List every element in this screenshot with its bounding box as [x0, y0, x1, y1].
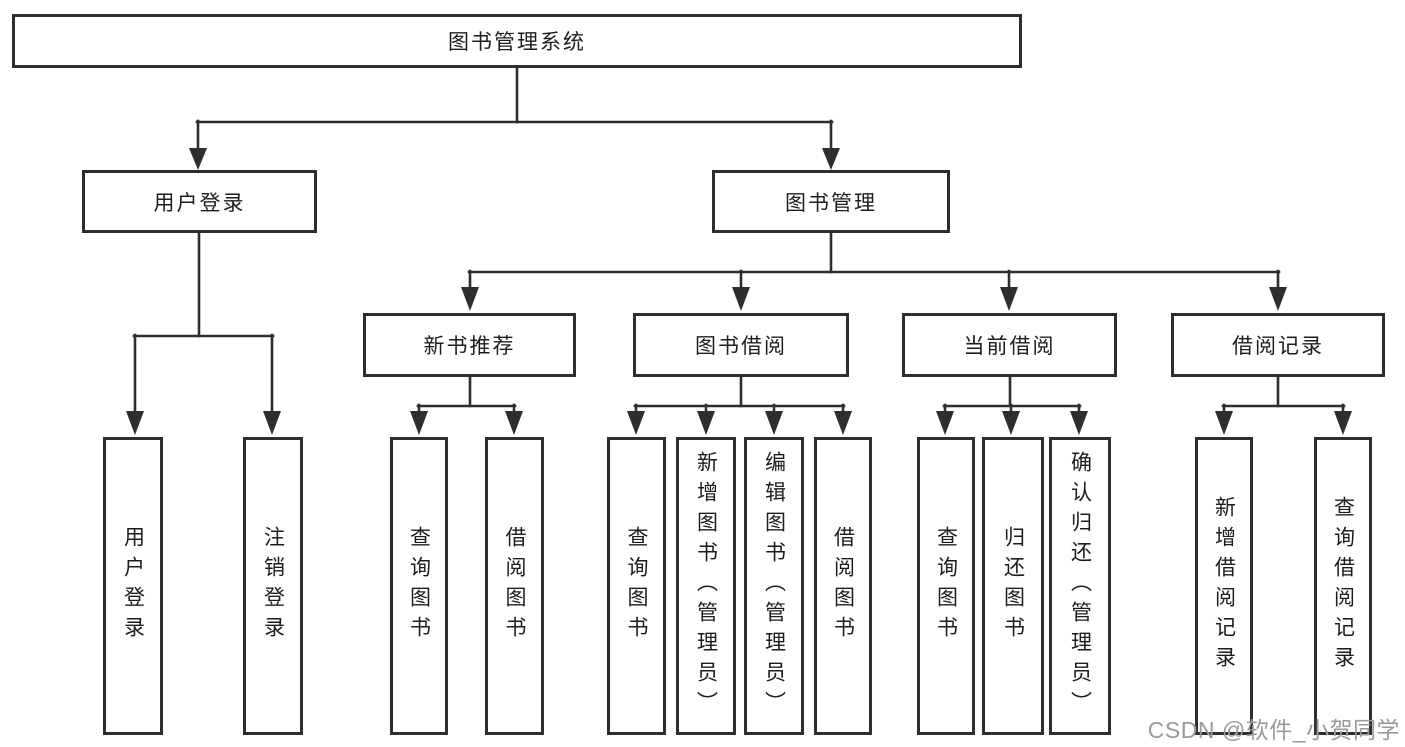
leaf-current-return-books: 归还图书 [982, 437, 1044, 735]
leaf-borrowing-query-books: 查询图书 [607, 437, 666, 735]
node-root-label: 图书管理系统 [448, 31, 586, 54]
node-book-management: 图书管理 [712, 170, 950, 233]
connector-new-book-recommend-children [410, 373, 523, 435]
node-book-management-label: 图书管理 [785, 191, 877, 215]
leaf-current-confirm-return: 确认归还（管理员） [1049, 437, 1111, 735]
leaf-current-return-books-label: 归还图书 [1001, 526, 1025, 646]
leaf-user-login: 用户登录 [103, 437, 163, 735]
leaf-recommend-query-books-label: 查询图书 [407, 526, 431, 646]
node-root: 图书管理系统 [12, 14, 1022, 68]
connector-user-login-children [126, 229, 281, 435]
leaf-records-query-record-label: 查询借阅记录 [1331, 496, 1355, 676]
node-current-borrowing: 当前借阅 [902, 313, 1117, 377]
leaf-records-add-record-label: 新增借阅记录 [1212, 496, 1236, 676]
leaf-records-query-record: 查询借阅记录 [1314, 437, 1372, 735]
leaf-current-query-books-label: 查询图书 [934, 526, 958, 646]
leaf-recommend-borrow-books-label: 借阅图书 [503, 526, 526, 646]
node-borrowing-records: 借阅记录 [1171, 313, 1385, 377]
leaf-logout-login-label: 注销登录 [261, 526, 285, 646]
leaf-borrowing-add-books: 新增图书（管理员） [676, 437, 736, 735]
connector-book-borrowing-children [627, 373, 852, 435]
leaf-recommend-query-books: 查询图书 [390, 437, 448, 735]
node-borrowing-records-label: 借阅记录 [1232, 335, 1324, 358]
node-new-book-recommend: 新书推荐 [363, 313, 576, 377]
node-book-borrowing-label: 图书借阅 [695, 335, 787, 358]
leaf-borrowing-add-books-label: 新增图书（管理员） [694, 451, 718, 721]
leaf-borrowing-borrow-books-label: 借阅图书 [831, 526, 855, 646]
leaf-records-add-record: 新增借阅记录 [1195, 437, 1253, 735]
connector-root-to-level2 [189, 64, 840, 170]
leaf-current-confirm-return-label: 确认归还（管理员） [1068, 451, 1092, 721]
leaf-borrowing-edit-books: 编辑图书（管理员） [744, 437, 804, 735]
leaf-borrowing-borrow-books: 借阅图书 [814, 437, 872, 735]
node-current-borrowing-label: 当前借阅 [963, 335, 1056, 358]
node-user-login: 用户登录 [82, 170, 317, 233]
leaf-current-query-books: 查询图书 [917, 437, 975, 735]
connector-book-management-children [461, 229, 1287, 311]
node-new-book-recommend-label: 新书推荐 [423, 335, 516, 358]
node-user-login-label: 用户登录 [153, 191, 246, 215]
connector-borrowing-records-children [1215, 373, 1352, 435]
leaf-borrowing-edit-books-label: 编辑图书（管理员） [762, 451, 786, 721]
leaf-recommend-borrow-books: 借阅图书 [485, 437, 544, 735]
leaf-borrowing-query-books-label: 查询图书 [625, 526, 648, 646]
leaf-user-login-label: 用户登录 [121, 526, 145, 646]
leaf-logout-login: 注销登录 [243, 437, 303, 735]
node-book-borrowing: 图书借阅 [633, 313, 849, 377]
connector-current-borrowing-children [936, 373, 1088, 435]
csdn-watermark: CSDN @软件_小贺同学 [1147, 717, 1400, 743]
